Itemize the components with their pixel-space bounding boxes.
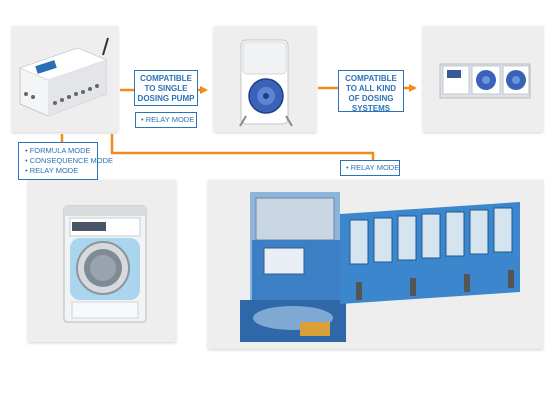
tunnel-washer-icon xyxy=(240,192,520,342)
multi-pump-dosing-system-icon xyxy=(439,63,531,99)
mode-item: • FORMULA MODE xyxy=(25,146,91,155)
washing-machine-icon xyxy=(63,205,147,323)
dosing-systems-compatibility-label: COMPATIBLE TO ALL KIND OF DOSING SYSTEMS xyxy=(338,70,404,113)
mode-item: • CONSEQUENCE MODE xyxy=(25,156,114,165)
controller-mode-list: • FORMULA MODE • CONSEQUENCE MODE • RELA… xyxy=(18,142,114,180)
peristaltic-pump-icon xyxy=(239,39,293,127)
arrow-to-tunnel-washer xyxy=(110,134,377,174)
mode-item: • RELAY MODE xyxy=(25,166,79,175)
controller-box-icon xyxy=(19,37,109,117)
relay-mode-tag-bottom: • RELAY MODE xyxy=(340,160,400,176)
relay-mode-tag-top: • RELAY MODE xyxy=(135,112,197,128)
single-pump-compatibility-label: COMPATIBLE TO SINGLE DOSING PUMP xyxy=(134,70,198,106)
